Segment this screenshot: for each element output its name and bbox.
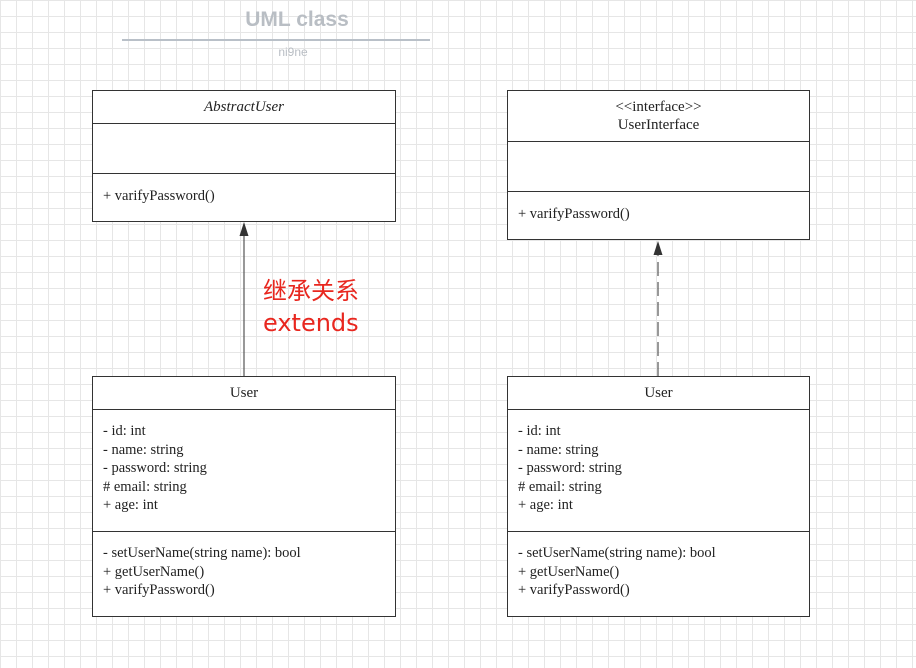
method-section: - setUserName(string name): bool + getUs… bbox=[508, 531, 809, 615]
method-item: + varifyPassword() bbox=[103, 582, 215, 598]
realization-arrowhead bbox=[653, 241, 663, 255]
method-section: + varifyPassword() bbox=[508, 191, 809, 238]
attribute-section bbox=[93, 123, 395, 173]
method-item: + varifyPassword() bbox=[518, 206, 630, 222]
class-name: User bbox=[644, 385, 673, 401]
diagram-title: UML class bbox=[245, 8, 349, 31]
class-name: User bbox=[229, 385, 259, 401]
title-underline bbox=[122, 39, 430, 41]
class-user-left[interactable]: User - id: int - name: string - password… bbox=[92, 376, 396, 617]
attribute-item: + age: int bbox=[518, 497, 573, 513]
class-name: AbstractUser bbox=[204, 99, 284, 115]
method-item: + getUserName() bbox=[518, 563, 620, 580]
class-name-section: User bbox=[508, 377, 809, 409]
method-section: + varifyPassword() bbox=[93, 173, 395, 220]
method-section: - setUserName(string name): bool + getUs… bbox=[93, 531, 395, 615]
attribute-item: - password: string bbox=[518, 460, 622, 476]
method-item: + varifyPassword() bbox=[518, 582, 630, 598]
inheritance-arrowhead bbox=[239, 222, 249, 236]
attribute-item: # email: string bbox=[518, 478, 602, 495]
attribute-item: # email: string bbox=[103, 478, 187, 495]
method-item: + varifyPassword() bbox=[103, 188, 215, 204]
attribute-section: - id: int - name: string - password: str… bbox=[93, 409, 395, 531]
attribute-item: - name: string bbox=[103, 441, 184, 458]
method-item: - setUserName(string name): bool bbox=[518, 545, 716, 561]
stereotype-label: <<interface>> bbox=[615, 99, 702, 115]
class-name: UserInterface bbox=[617, 117, 700, 133]
class-user-right[interactable]: User - id: int - name: string - password… bbox=[507, 376, 810, 617]
class-name-section: User bbox=[93, 377, 395, 409]
attribute-item: + age: int bbox=[103, 497, 158, 513]
attribute-item: - id: int bbox=[103, 423, 146, 439]
annotation-line-english: extends bbox=[263, 309, 359, 337]
class-name-section: AbstractUser bbox=[93, 91, 395, 123]
method-item: + getUserName() bbox=[103, 563, 205, 580]
attribute-item: - id: int bbox=[518, 423, 561, 439]
attribute-section: - id: int - name: string - password: str… bbox=[508, 409, 809, 531]
class-name-section: <<interface>> UserInterface bbox=[508, 91, 809, 141]
annotation-line-chinese: 继承关系 bbox=[263, 277, 359, 305]
diagram-author: ni9ne bbox=[278, 45, 308, 59]
class-user-interface[interactable]: <<interface>> UserInterface + varifyPass… bbox=[507, 90, 810, 240]
inheritance-annotation: 继承关系 extends bbox=[263, 275, 359, 339]
attribute-item: - password: string bbox=[103, 460, 207, 476]
attribute-item: - name: string bbox=[518, 441, 599, 458]
attribute-section bbox=[508, 141, 809, 191]
method-item: - setUserName(string name): bool bbox=[103, 545, 301, 561]
class-abstract-user[interactable]: AbstractUser + varifyPassword() bbox=[92, 90, 396, 222]
